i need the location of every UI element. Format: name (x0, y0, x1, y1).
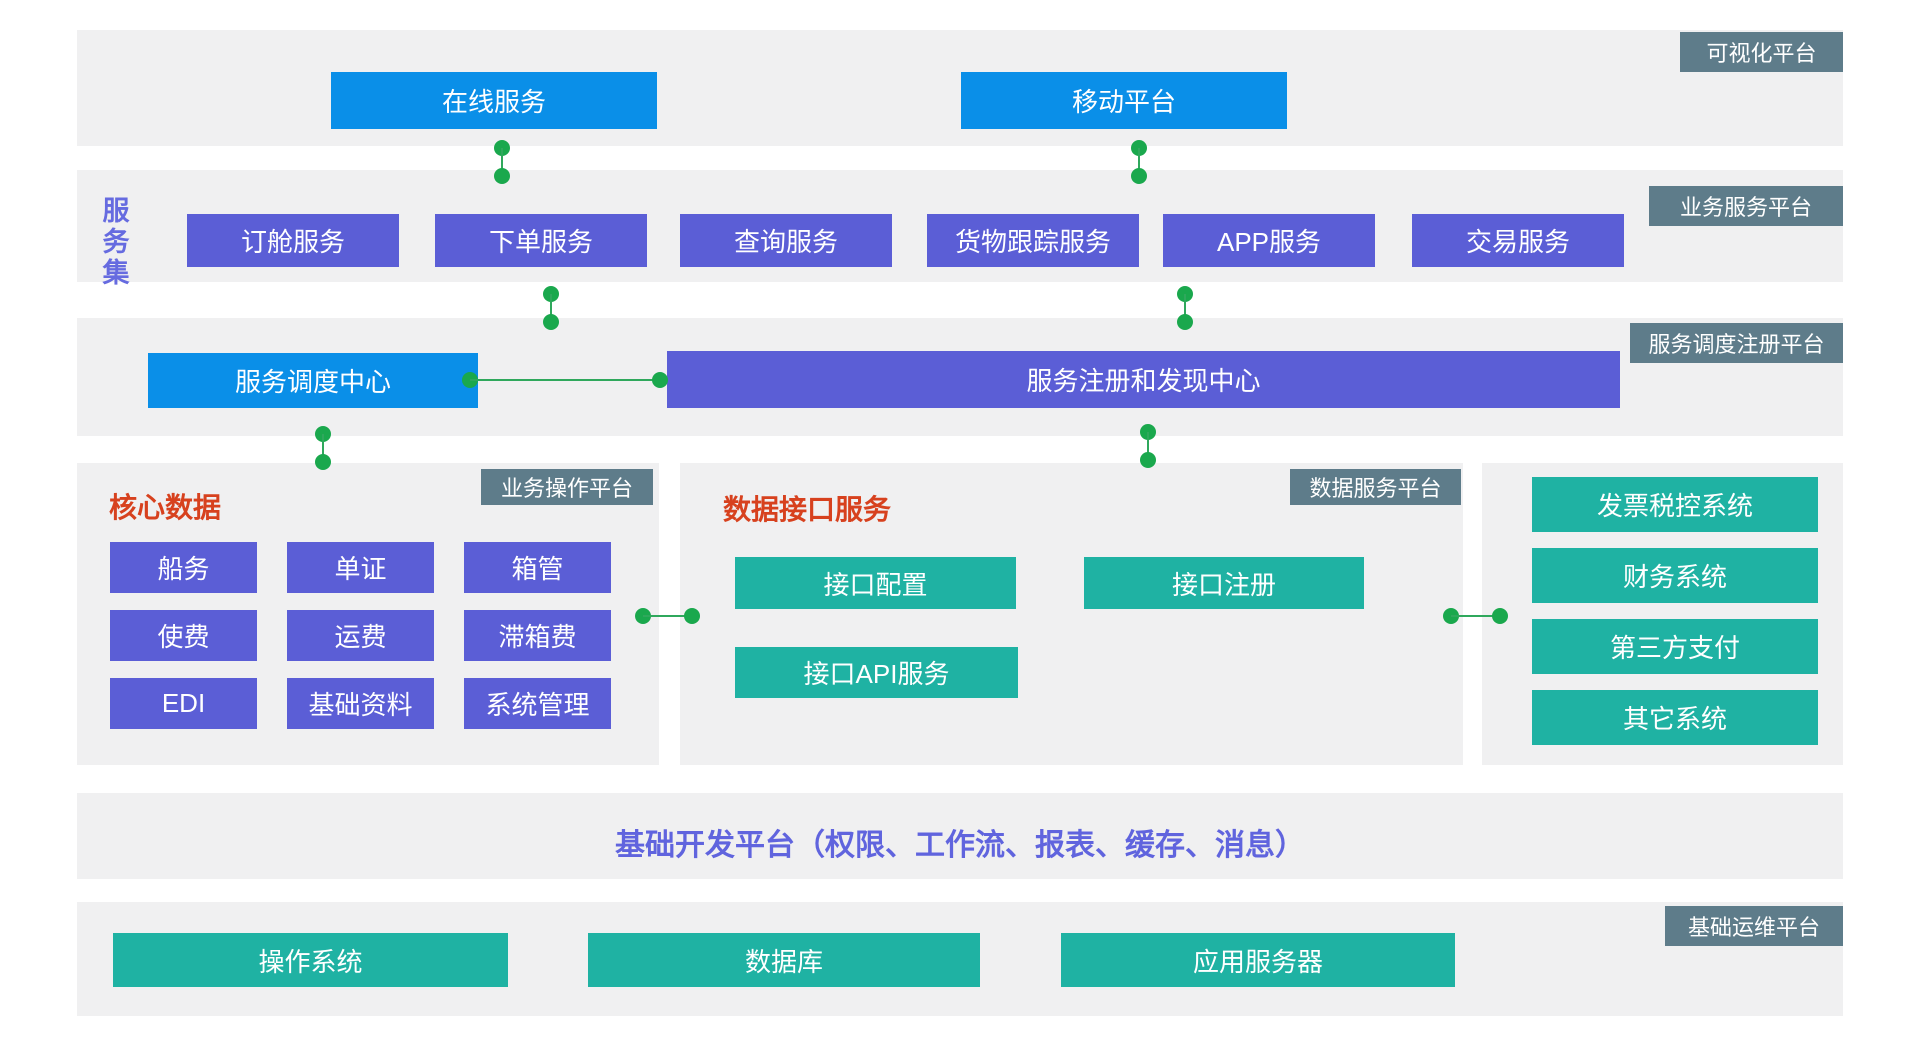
connector-dispatch-to-registry (462, 372, 668, 388)
node-finance-system: 财务系统 (1532, 548, 1818, 603)
badge-dispatch-registry-platform: 服务调度注册平台 (1630, 323, 1843, 363)
label-service-set: 服务集 (102, 196, 130, 288)
connector-dot (543, 314, 559, 330)
connector-dot (315, 454, 331, 470)
title-core-data: 核心数据 (109, 492, 222, 523)
connector-app-to-registry (1177, 286, 1193, 330)
connector-dot (684, 608, 700, 624)
node-operating-system: 操作系统 (113, 933, 508, 987)
connector-line (322, 434, 324, 462)
connector-dot (1140, 452, 1156, 468)
connector-line (1138, 148, 1140, 176)
node-interface-api-service: 接口API服务 (735, 647, 1018, 698)
node-invoice-tax-system: 发票税控系统 (1532, 477, 1818, 532)
connector-line (1147, 432, 1149, 460)
connector-line (550, 294, 552, 322)
connector-dot (652, 372, 668, 388)
badge-business-service-platform: 业务服务平台 (1649, 186, 1843, 226)
node-booking-service: 订舱服务 (187, 214, 399, 267)
node-cargo-tracking-service: 货物跟踪服务 (927, 214, 1139, 267)
connector-registry-to-data-service (1140, 424, 1156, 468)
node-service-dispatch-center: 服务调度中心 (148, 353, 478, 408)
node-order-service: 下单服务 (435, 214, 647, 267)
title-dev-platform: 基础开发平台（权限、工作流、报表、缓存、消息） (615, 829, 1305, 862)
badge-visualization-platform: 可视化平台 (1680, 32, 1843, 72)
connector-line (501, 148, 503, 176)
connector-line (1184, 294, 1186, 322)
node-port-charges: 使费 (110, 610, 257, 661)
badge-data-service-platform: 数据服务平台 (1290, 469, 1461, 505)
panel-data-service-platform (680, 463, 1463, 765)
node-database: 数据库 (588, 933, 980, 987)
connector-dot (1177, 314, 1193, 330)
connector-interface-to-external (1443, 608, 1508, 624)
connector-dot (1131, 168, 1147, 184)
node-app-server: 应用服务器 (1061, 933, 1455, 987)
node-shipping: 船务 (110, 542, 257, 593)
connector-dot (1492, 608, 1508, 624)
connector-line (643, 615, 692, 617)
node-interface-config: 接口配置 (735, 557, 1016, 609)
connector-order-to-dispatch (543, 286, 559, 330)
node-app-service: APP服务 (1163, 214, 1375, 267)
title-data-interface-service: 数据接口服务 (723, 494, 892, 525)
badge-business-operation-platform: 业务操作平台 (481, 469, 653, 505)
node-interface-registry: 接口注册 (1084, 557, 1364, 609)
node-query-service: 查询服务 (680, 214, 892, 267)
connector-core-data-to-interface (635, 608, 700, 624)
node-demurrage: 滞箱费 (464, 610, 611, 661)
connector-online-to-order (494, 140, 510, 184)
node-base-data: 基础资料 (287, 678, 434, 729)
connector-line (470, 379, 660, 381)
node-other-systems: 其它系统 (1532, 690, 1818, 745)
band-dev-platform (77, 793, 1843, 879)
node-trade-service: 交易服务 (1412, 214, 1624, 267)
node-freight-charges: 运费 (287, 610, 434, 661)
node-mobile-platform: 移动平台 (961, 72, 1287, 129)
connector-dispatch-to-core-data (315, 426, 331, 470)
node-container-mgmt: 箱管 (464, 542, 611, 593)
connector-mobile-to-app (1131, 140, 1147, 184)
node-edi: EDI (110, 678, 257, 729)
node-service-registry-center: 服务注册和发现中心 (667, 351, 1620, 408)
connector-dot (494, 168, 510, 184)
badge-ops-platform: 基础运维平台 (1665, 906, 1843, 946)
node-online-service: 在线服务 (331, 72, 657, 129)
node-third-party-payment: 第三方支付 (1532, 619, 1818, 674)
connector-line (1451, 615, 1500, 617)
node-documents: 单证 (287, 542, 434, 593)
node-system-mgmt: 系统管理 (464, 678, 611, 729)
